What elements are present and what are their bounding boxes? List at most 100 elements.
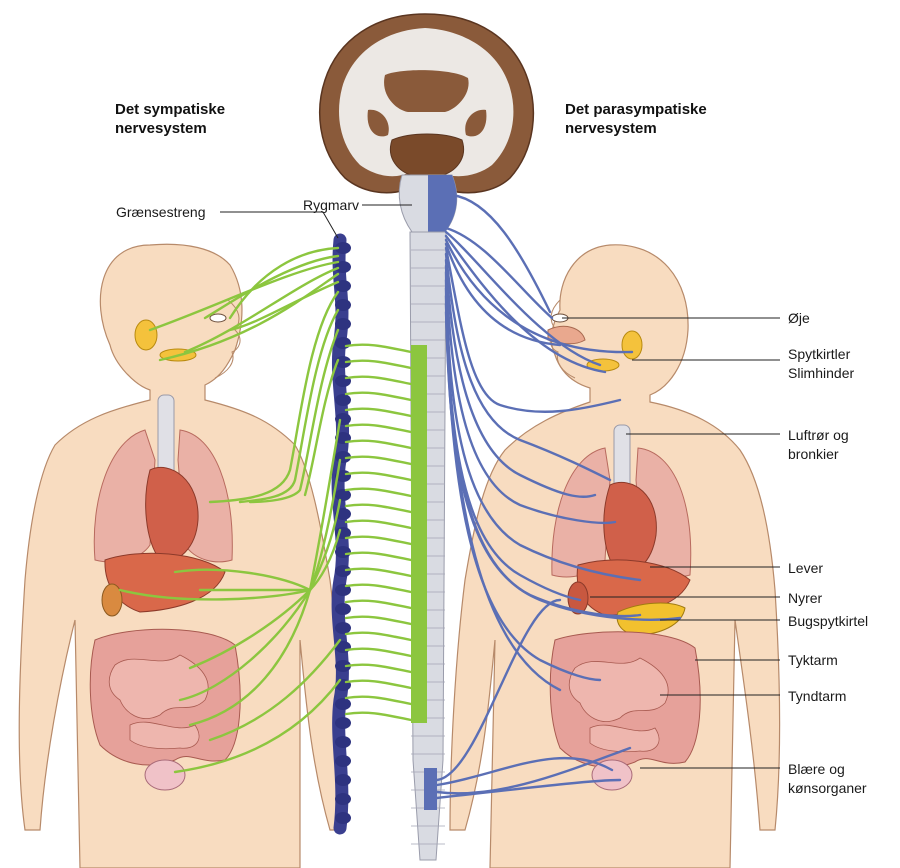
spinal-cord-parasympathetic-sacral [424, 768, 437, 810]
brain-deep-nuclei [367, 70, 487, 137]
para-nerve-sacral-3 [435, 746, 632, 795]
right-bladder [591, 759, 633, 791]
label-tyktarm: Tyktarm [788, 652, 838, 668]
symp-nerve-head-6 [228, 280, 340, 332]
sympathetic-ramus [344, 519, 413, 530]
brain [319, 13, 535, 194]
symp-nerve-abdomen-1 [308, 418, 342, 592]
parasympathetic-heading: Det parasympatiske nervesystem [565, 100, 707, 138]
sympathetic-ganglion [335, 242, 351, 254]
para-nerve-vagus-1 [444, 246, 622, 413]
right-salivary-gland [621, 330, 643, 360]
sympathetic-ramus [344, 567, 413, 578]
label-spytkirtler: Spytkirtler [788, 346, 851, 362]
left-body-figure [18, 243, 346, 868]
sympathetic-ganglia [335, 242, 351, 824]
para-nerve-gland-2 [444, 234, 607, 374]
para-nerve-nose [444, 226, 554, 320]
symp-nerve-bladder [173, 678, 342, 774]
symp-nerve-thorax-1 [208, 290, 340, 504]
sympathetic-ramus [344, 663, 413, 674]
label-tyndtarm: Tyndtarm [788, 688, 847, 704]
sympathetic-chain [331, 233, 351, 835]
sympathetic-ramus [344, 599, 413, 610]
label-luftroer-line2: bronkier [788, 446, 839, 462]
leader-graensestreng [220, 211, 339, 239]
sympathetic-ganglion [335, 812, 351, 824]
sympathetic-ramus [344, 583, 413, 594]
left-salivary-gland [134, 319, 158, 351]
sympathetic-ganglion [335, 717, 351, 729]
sympathetic-ramus [344, 455, 413, 466]
sympathetic-ganglion [335, 603, 351, 615]
sympathetic-ganglion [335, 755, 351, 767]
sympathetic-ganglion [335, 565, 351, 577]
sympathetic-ramus [344, 695, 413, 706]
label-blaere-line1: Blære og [788, 761, 845, 777]
sympathetic-ramus [344, 391, 413, 402]
spinal-cord-parasympathetic-cranial [428, 175, 457, 232]
sympathetic-ganglion [335, 774, 351, 786]
symp-nerve-head-1 [228, 246, 340, 320]
symp-nerve-intestine-1 [188, 588, 312, 670]
sympathetic-ganglion [335, 318, 351, 330]
sympathetic-ganglion [335, 546, 351, 558]
left-bladder [144, 759, 186, 791]
sympathetic-ganglion [335, 337, 351, 349]
sympathetic-ramus [344, 711, 413, 722]
spinal-cord [398, 174, 458, 861]
sympathetic-ramus [344, 423, 413, 434]
left-small-intestine [108, 654, 209, 750]
label-bugspytkirtel: Bugspytkirtel [788, 613, 869, 629]
left-heart [145, 467, 199, 562]
brain-stem [390, 133, 464, 177]
para-nerve-heart [444, 264, 617, 525]
symp-nerve-head-3 [148, 260, 340, 332]
spinal-cord-sympathetic-segment [411, 345, 427, 723]
label-slimhinder: Slimhinder [788, 365, 855, 381]
parasympathetic-nerves [435, 193, 682, 800]
label-nyrer: Nyrer [788, 590, 823, 606]
sympathetic-ramus [344, 439, 413, 450]
leader-lines [220, 204, 780, 769]
sympathetic-ganglion [335, 660, 351, 672]
symp-nerve-liver [173, 568, 312, 592]
sympathetic-ramus [344, 503, 413, 514]
sympathetic-rami [344, 343, 413, 722]
parasympathetic-heading-line2: nervesystem [565, 120, 657, 137]
left-gallbladder [101, 583, 123, 617]
symp-nerve-thorax-4 [303, 358, 340, 497]
sympathetic-ganglion [335, 299, 351, 311]
symp-nerve-abdomen-3 [308, 498, 342, 592]
sympathetic-ramus [344, 679, 413, 690]
right-small-intestine [568, 657, 669, 753]
sympathetic-ganglion [335, 394, 351, 406]
label-rygmarv: Rygmarv [303, 197, 360, 213]
left-lung-right [93, 429, 156, 563]
symp-nerve-intestine-4 [208, 638, 342, 742]
sympathetic-ganglion [335, 622, 351, 634]
sympathetic-ganglion [335, 356, 351, 368]
sympathetic-ramus [344, 359, 413, 370]
sympathetic-ramus [344, 647, 413, 658]
label-graensestreng: Grænsestreng [116, 204, 206, 220]
para-nerve-lung [444, 258, 597, 498]
symp-nerve-thorax-3 [248, 328, 340, 504]
symp-nerve-head-4 [183, 266, 340, 354]
symp-nerve-head-5 [158, 272, 340, 362]
sympathetic-ganglion [335, 489, 351, 501]
label-blaere-line2: kønsorganer [788, 780, 867, 796]
right-body-figure [449, 244, 781, 868]
para-nerve-liver [444, 270, 642, 582]
left-eye-icon [209, 313, 227, 323]
sympathetic-heading-line2: nervesystem [115, 120, 207, 137]
symp-nerve-abdomen-4 [308, 528, 342, 592]
sympathetic-ramus [344, 615, 413, 626]
symp-nerve-intestine-3 [188, 588, 312, 727]
para-nerve-sacral-4 [435, 778, 622, 800]
symp-nerve-intestine-2 [178, 588, 312, 702]
sympathetic-ramus [344, 471, 413, 482]
label-luftroer-line1: Luftrør og [788, 427, 849, 443]
para-nerve-gland-1 [444, 230, 602, 367]
